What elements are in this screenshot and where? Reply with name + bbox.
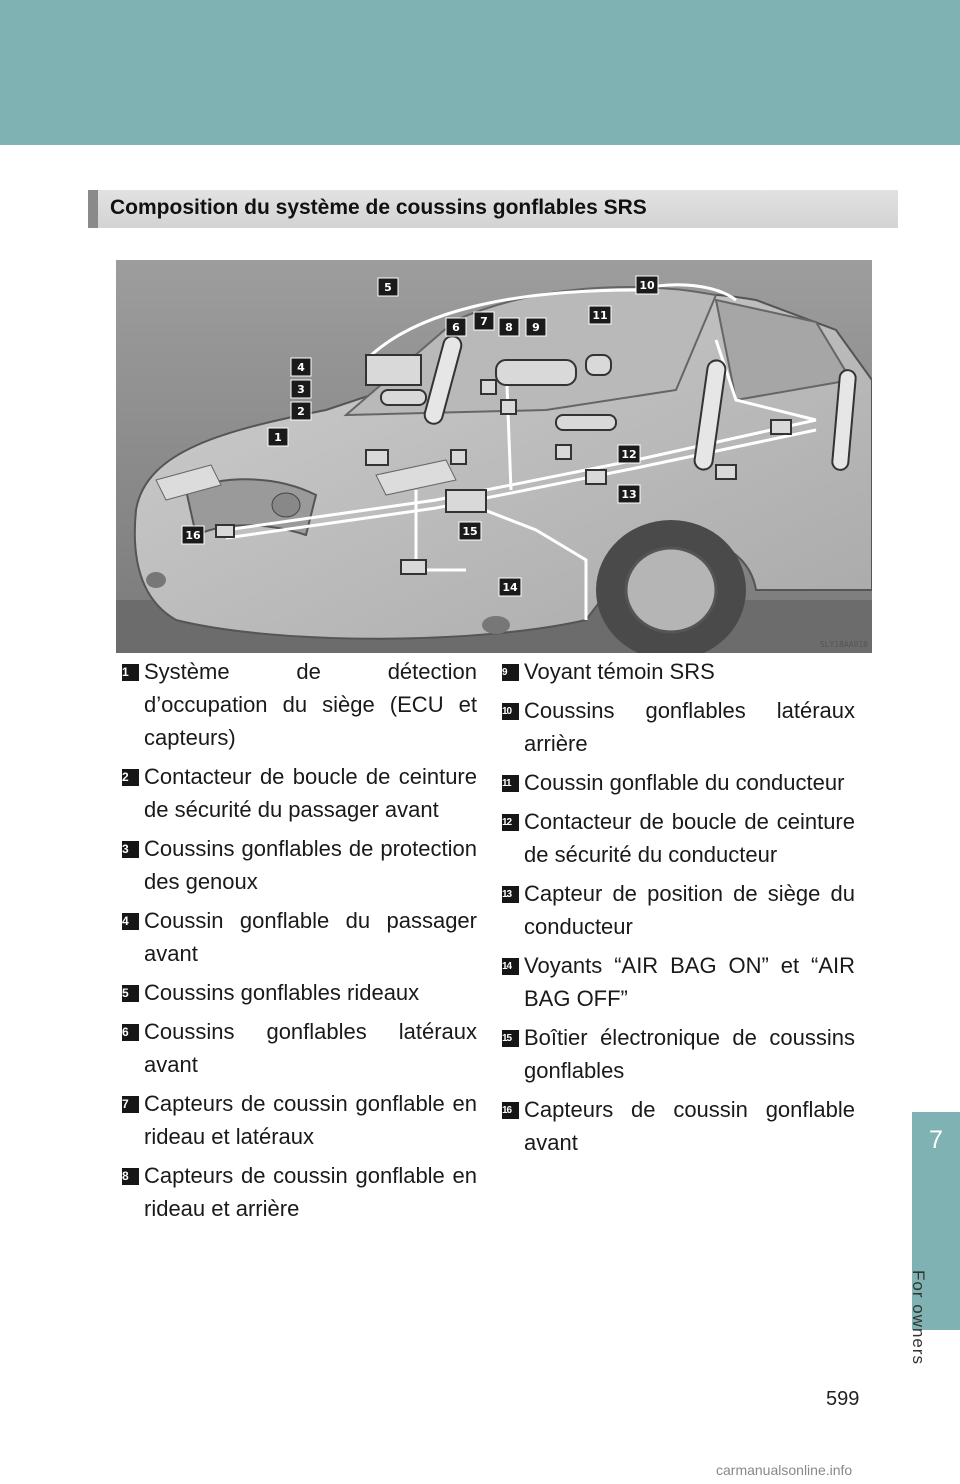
chapter-tab: 7 <box>912 1112 960 1330</box>
item-number-badge: 11 <box>502 775 519 792</box>
item-text: Contacteur de boucle de ceinture de sécu… <box>144 764 477 822</box>
chapter-label: For owners <box>909 1270 928 1366</box>
item-text: Voyants “AIR BAG ON” et “AIR BAG OFF” <box>524 953 855 1011</box>
legend-item-9: 9 Voyant témoin SRS <box>502 655 855 688</box>
legend-item-15: 15 Boîtier électronique de coussins gonfl… <box>502 1021 855 1087</box>
callout-9: 9 <box>532 321 540 334</box>
item-text: Capteurs de coussin gonflable en rideau … <box>144 1163 477 1221</box>
callout-8: 8 <box>505 321 513 334</box>
legend-item-12: 12 Contacteur de boucle de ceinture de sé… <box>502 805 855 871</box>
item-number-badge: 9 <box>502 664 519 681</box>
item-number-badge: 2 <box>122 769 139 786</box>
item-text: Coussin gonflable du conducteur <box>524 770 845 795</box>
item-number-badge: 12 <box>502 814 519 831</box>
chapter-number: 7 <box>929 1126 943 1154</box>
legend-item-11: 11 Coussin gonflable du conducteur <box>502 766 855 799</box>
callout-11: 11 <box>592 309 607 322</box>
item-number-badge: 1 <box>122 664 139 681</box>
car-illustration: 1 2 3 4 5 6 7 8 9 10 11 12 13 14 15 16 <box>116 260 872 653</box>
item-text: Coussin gonflable du passager avant <box>144 908 477 966</box>
legend-item-1: 1 Système de détection d’occupation du si… <box>122 655 477 754</box>
callout-1: 1 <box>274 431 282 444</box>
callout-7: 7 <box>480 315 488 328</box>
callout-16: 16 <box>185 529 201 542</box>
callout-5: 5 <box>384 281 392 294</box>
item-number-badge: 7 <box>122 1096 139 1113</box>
legend-item-6: 6 Coussins gonflables latéraux avant <box>122 1015 477 1081</box>
item-text: Coussins gonflables rideaux <box>144 980 420 1005</box>
item-number-badge: 14 <box>502 958 519 975</box>
item-text: Capteurs de coussin gonflable en rideau … <box>144 1091 477 1149</box>
callout-4: 4 <box>297 361 305 374</box>
footer-watermark: carmanualsonline.info <box>716 1462 853 1478</box>
legend-item-16: 16 Capteurs de coussin gonflable avant <box>502 1093 855 1159</box>
page-number: 599 <box>826 1388 860 1410</box>
legend-item-3: 3 Coussins gonflables de protection des g… <box>122 832 477 898</box>
callout-10: 10 <box>639 279 655 292</box>
figure-code: SLY18AA018 <box>819 640 868 649</box>
legend-item-10: 10 Coussins gonflables latéraux arrière <box>502 694 855 760</box>
item-text: Boîtier électronique de coussins gonflab… <box>524 1025 855 1083</box>
item-number-badge: 4 <box>122 913 139 930</box>
item-text: Coussins gonflables latéraux avant <box>144 1019 477 1077</box>
legend-item-8: 8 Capteurs de coussin gonflable en rideau… <box>122 1159 477 1225</box>
item-number-badge: 5 <box>122 985 139 1002</box>
legend-item-5: 5 Coussins gonflables rideaux <box>122 976 477 1009</box>
callout-12: 12 <box>621 448 636 461</box>
item-text: Capteur de position de siège du conducte… <box>524 881 855 939</box>
airbag-diagram: 1 2 3 4 5 6 7 8 9 10 11 12 13 14 15 16 S… <box>116 260 872 653</box>
item-number-badge: 15 <box>502 1030 519 1047</box>
item-text: Contacteur de boucle de ceinture de sécu… <box>524 809 855 867</box>
top-color-band <box>0 0 960 145</box>
item-number-badge: 16 <box>502 1102 519 1119</box>
item-text: Coussins gonflables de protection des ge… <box>144 836 477 894</box>
callout-3: 3 <box>297 383 305 396</box>
item-text: Voyant témoin SRS <box>524 659 715 684</box>
legend-item-7: 7 Capteurs de coussin gonflable en rideau… <box>122 1087 477 1153</box>
item-text: Système de détection d’occupation du siè… <box>144 659 477 750</box>
callout-2: 2 <box>297 405 305 418</box>
item-text: Coussins gonflables latéraux arrière <box>524 698 855 756</box>
callout-13: 13 <box>621 488 636 501</box>
section-header: Composition du système de coussins gonfl… <box>88 190 898 228</box>
item-number-badge: 6 <box>122 1024 139 1041</box>
item-number-badge: 10 <box>502 703 519 720</box>
item-number-badge: 8 <box>122 1168 139 1185</box>
legend-item-13: 13 Capteur de position de siège du conduc… <box>502 877 855 943</box>
item-number-badge: 3 <box>122 841 139 858</box>
legend-item-4: 4 Coussin gonflable du passager avant <box>122 904 477 970</box>
callout-6: 6 <box>452 321 460 334</box>
section-title: Composition du système de coussins gonfl… <box>110 196 647 219</box>
callout-14: 14 <box>502 581 518 594</box>
callout-15: 15 <box>462 525 477 538</box>
item-number-badge: 13 <box>502 886 519 903</box>
legend-item-14: 14 Voyants “AIR BAG ON” et “AIR BAG OFF” <box>502 949 855 1015</box>
legend-item-2: 2 Contacteur de boucle de ceinture de séc… <box>122 760 477 826</box>
item-text: Capteurs de coussin gonflable avant <box>524 1097 855 1155</box>
legend-list-right: 9 Voyant témoin SRS 10 Coussins gonflables… <box>502 655 855 1165</box>
legend-list-left: 1 Système de détection d’occupation du si… <box>122 655 477 1231</box>
